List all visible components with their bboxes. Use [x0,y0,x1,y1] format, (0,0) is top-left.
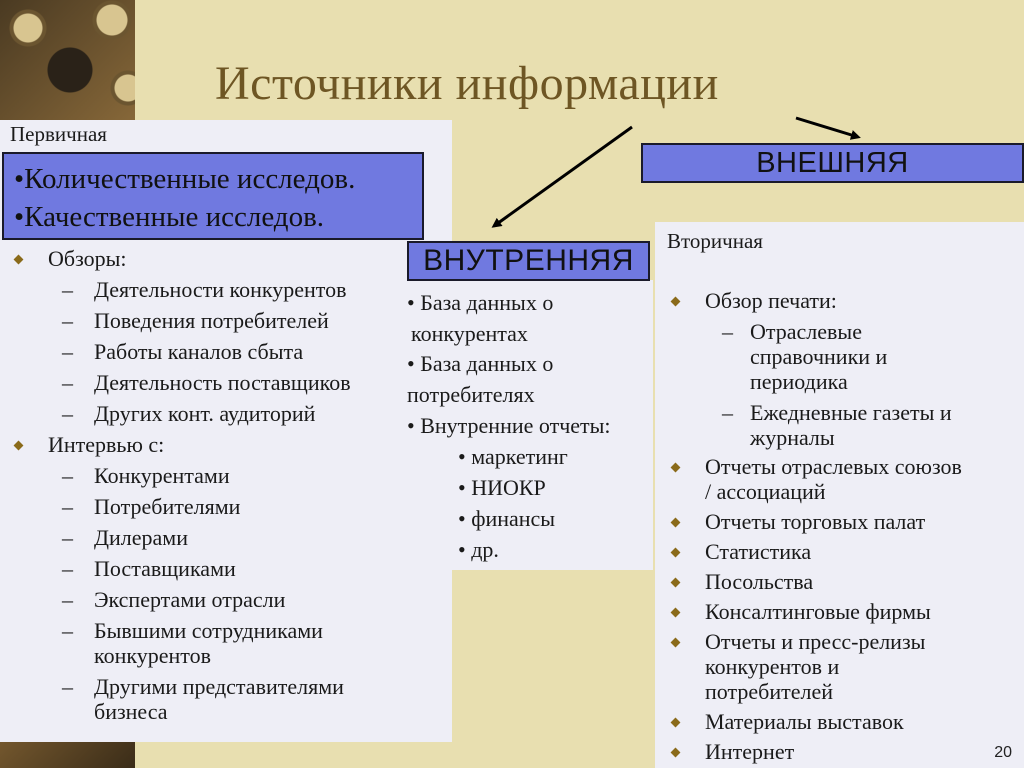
dash-bullet-icon: – [62,463,73,488]
primary-list-item: Работы каналов сбыта [94,339,304,364]
external-list-item: конкурентов и [705,654,840,679]
primary-list-item: Дилерами [94,525,188,550]
arrow-to-external [795,116,861,140]
dash-bullet-icon: – [62,308,73,333]
dash-bullet-icon: – [62,556,73,581]
external-list-item: Посольства [705,569,814,594]
dash-bullet-icon: – [62,494,73,519]
dash-bullet-icon: – [62,674,73,699]
press-item: Отраслевые [750,319,862,344]
dash-bullet-icon: – [62,277,73,302]
external-list-item: Консалтинговые фирмы [705,599,931,624]
dash-bullet-icon: – [62,525,73,550]
secondary-label: Вторичная [667,229,763,253]
dash-bullet-icon: – [722,400,733,425]
press-item: журналы [750,425,835,450]
primary-list-item: Поведения потребителей [94,308,329,333]
external-label: ВНЕШНЯЯ [641,143,1024,183]
dash-bullet-icon: – [722,319,733,344]
internal-sub-item: • др. [458,537,499,562]
primary-list-item: Экспертами отрасли [94,587,286,612]
external-list-item: Отчеты отраслевых союзов [705,454,962,479]
quantitative-research-item: •Количественные исследов. [14,163,356,195]
primary-label: Первичная [10,122,107,146]
internal-sub-item: • финансы [458,506,556,531]
press-item: справочники и [750,344,888,369]
internal-list-item: конкурентах [411,321,528,346]
internal-list-item: потребителях [407,382,535,407]
primary-list-item: Конкурентами [94,463,230,488]
external-list-item: Отчеты торговых палат [705,509,926,534]
primary-group-heading: Обзоры: [48,246,127,271]
external-panel [655,222,1024,768]
primary-list-item: Других конт. аудиторий [94,401,316,426]
primary-list-item: Потребителями [94,494,241,519]
internal-panel [405,280,653,570]
dash-bullet-icon: – [62,370,73,395]
dash-bullet-icon: – [62,587,73,612]
dash-bullet-icon: – [62,401,73,426]
primary-list-item: Другими представителями [94,674,344,699]
internal-list-item: • База данных о [407,290,554,315]
primary-list-item: Деятельность поставщиков [94,370,351,395]
press-item: периодика [750,369,848,394]
primary-list-item: Поставщиками [94,556,236,581]
page-title: Источники информации [215,57,719,110]
primary-list-item: Бывшими сотрудниками [94,618,323,643]
internal-sub-item: • НИОКР [458,475,546,500]
dash-bullet-icon: – [62,618,73,643]
primary-list-item: конкурентов [94,643,211,668]
primary-research-box: •Количественные исследов. •Качественные … [2,152,424,240]
external-list-item: Статистика [705,539,812,564]
external-list-item: Интернет [705,739,795,764]
qualitative-research-item: •Качественные исследов. [14,201,325,233]
press-item: Ежедневные газеты и [750,400,952,425]
page-number: 20 [994,744,1012,761]
primary-list-item: бизнеса [94,699,168,724]
internal-list-item: • Внутренние отчеты: [407,413,611,438]
external-list-item: Материалы выставок [705,709,904,734]
internal-label: ВНУТРЕННЯЯ [407,241,650,281]
internal-sub-item: • маркетинг [458,444,568,469]
internal-list-item: • База данных о [407,351,554,376]
external-list-item: потребителей [705,679,833,704]
external-list-item: / ассоциаций [705,479,826,504]
primary-list-item: Деятельности конкурентов [94,277,347,302]
arrow-to-internal [491,125,633,228]
dash-bullet-icon: – [62,339,73,364]
press-heading: Обзор печати: [705,288,837,313]
primary-group-heading: Интервью с: [48,432,165,457]
external-list-item: Отчеты и пресс-релизы [705,629,926,654]
